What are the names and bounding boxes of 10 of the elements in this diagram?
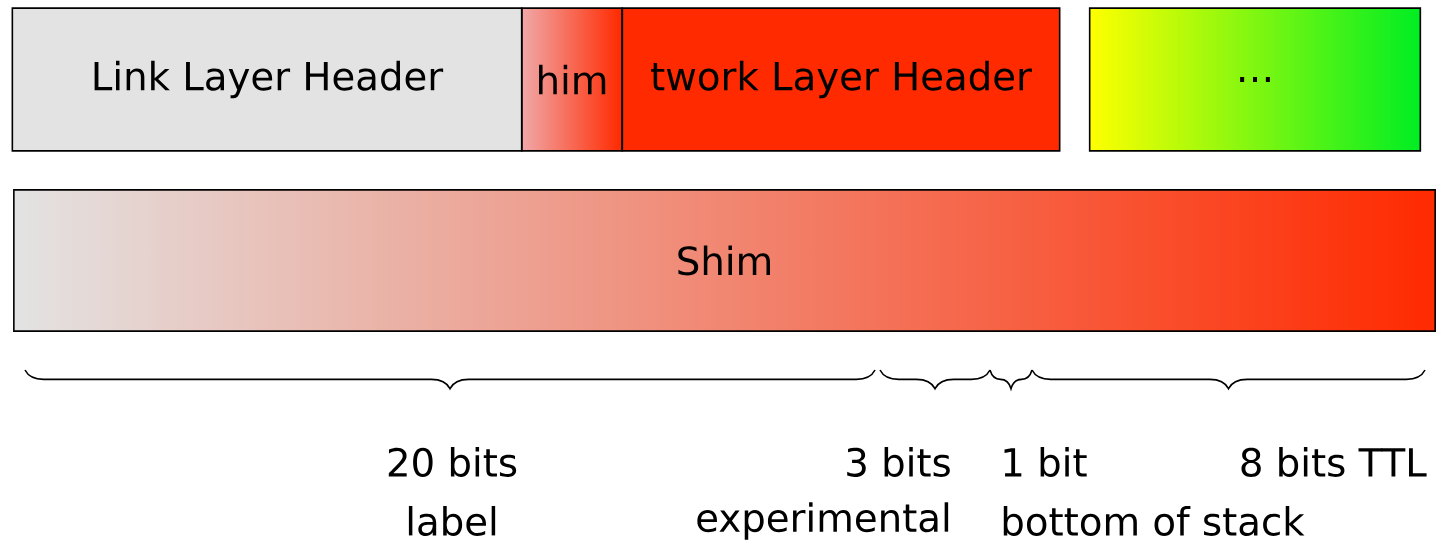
bit-label: 1 bit [1004,447,1087,477]
header-box: him [521,7,623,152]
bit-label: experimental [697,502,949,540]
bit-label: bottom of stack [1003,506,1305,536]
bit-label: 3 bits [847,447,950,477]
bit-label: 8 bits TTL [1241,447,1427,477]
header-box: … [1088,7,1422,152]
bit-label: label [408,506,496,536]
shim-box: Shim [13,189,1436,332]
bit-label: 20 bits [388,447,517,477]
